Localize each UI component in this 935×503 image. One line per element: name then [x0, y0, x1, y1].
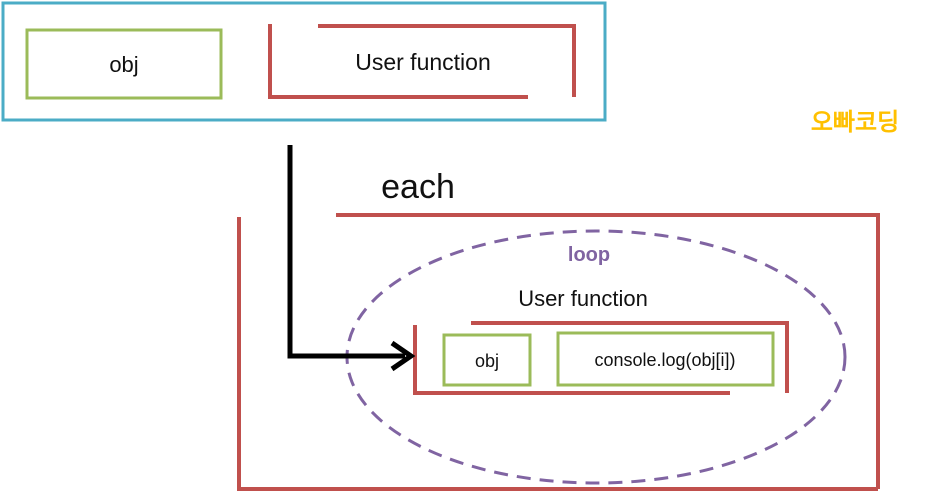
flow-arrow [287, 145, 416, 372]
top-obj-label: obj [109, 52, 138, 77]
console-log-box [556, 331, 775, 387]
each-bracket [237, 213, 880, 491]
inner-obj-box [442, 333, 532, 387]
top-obj-box [25, 28, 223, 100]
inner-user-function-label: User function [518, 286, 648, 311]
loop-label: loop [568, 244, 610, 266]
each-label: each [381, 168, 455, 206]
top-container-box [1, 1, 607, 122]
inner-obj-label: obj [475, 351, 499, 371]
brand-text: 오빠코딩 [811, 109, 899, 136]
inner-function-bracket [413, 321, 789, 395]
top-user-function-label: User function [355, 49, 491, 75]
top-function-bracket [268, 24, 576, 99]
console-log-label: console.log(obj[i]) [594, 350, 735, 370]
